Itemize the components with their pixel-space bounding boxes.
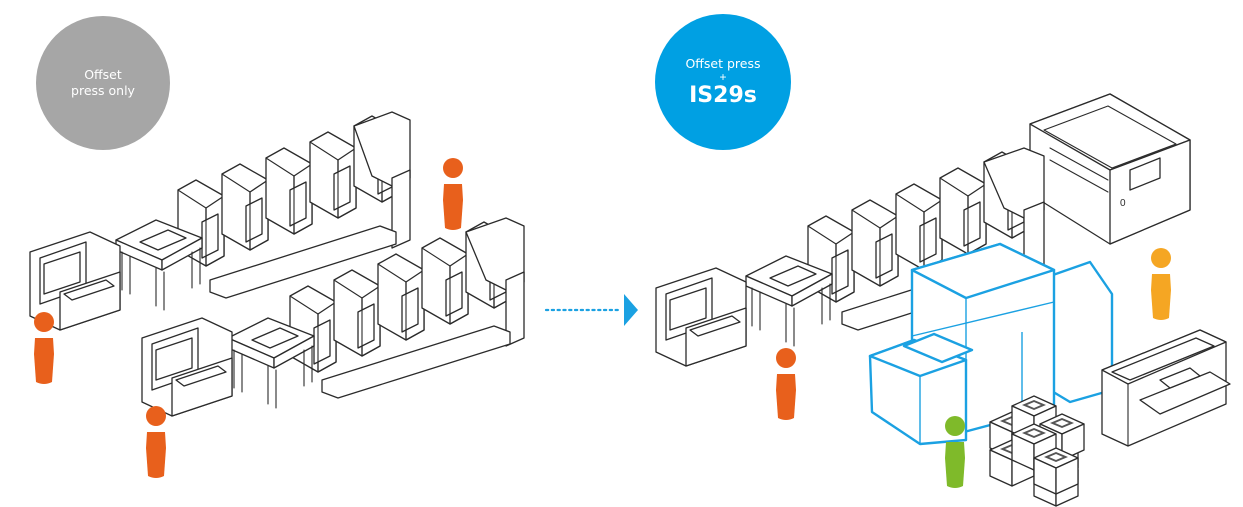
is29s-digital-press (868, 242, 1114, 446)
badge-plus: + (719, 69, 727, 84)
badge-product-name: IS29s (689, 82, 757, 108)
left-scene (29, 111, 525, 478)
badge-line: Offset (84, 67, 122, 82)
platesetter-device: 0 (1029, 93, 1191, 245)
finishing-machine (1101, 329, 1231, 447)
offset-only-badge: Offset press only (36, 16, 170, 150)
right-scene: 0 (655, 93, 1231, 507)
transition-arrow (544, 294, 638, 326)
badge-line: Offset press (685, 55, 761, 71)
badge-line: press only (71, 83, 135, 98)
offset-press-front (141, 217, 525, 417)
arrow-head-icon (624, 294, 638, 326)
machine-label: 0 (1120, 198, 1126, 209)
offset-press-back (29, 111, 411, 331)
offset-plus-is29s-badge: Offset press + IS29s (655, 14, 791, 150)
